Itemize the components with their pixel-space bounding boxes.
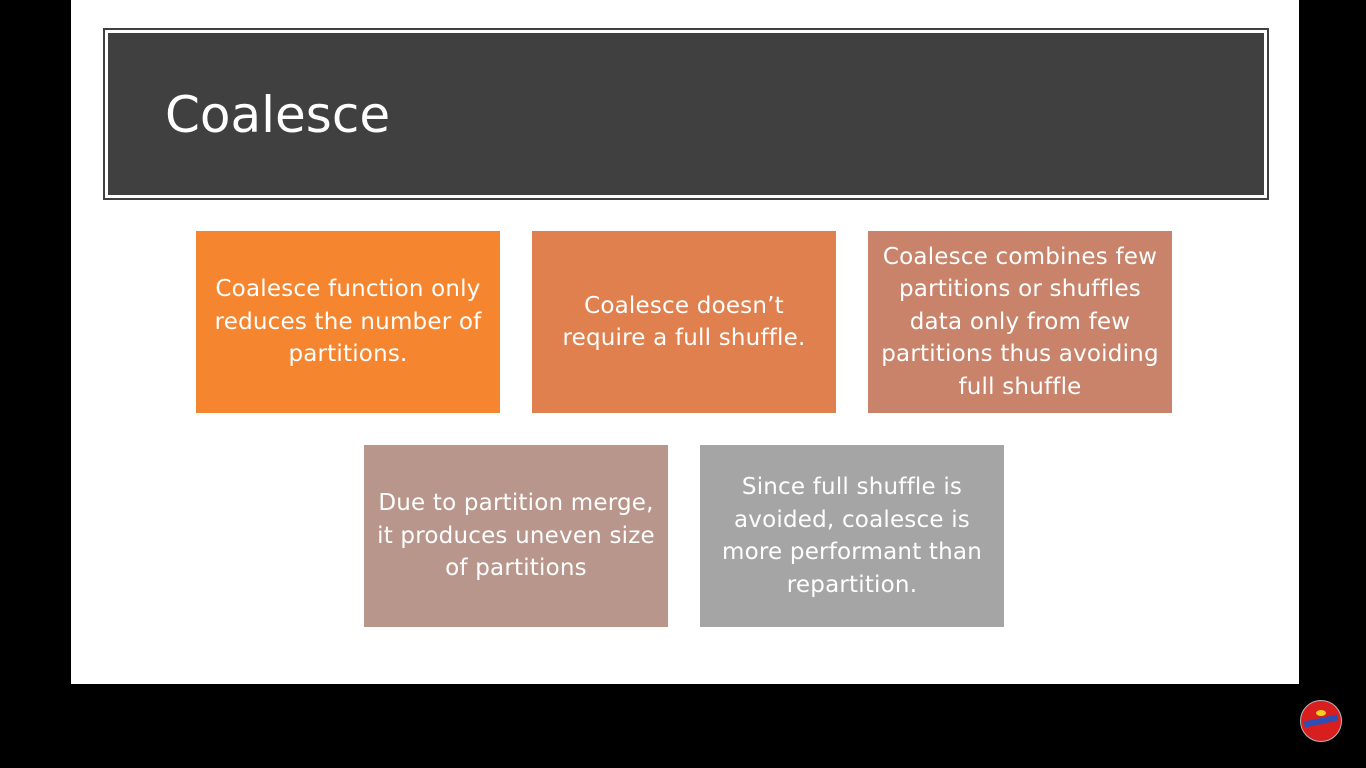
logo-band — [1303, 714, 1339, 728]
slide-title: Coalesce — [165, 86, 391, 144]
content-box-4: Due to partition merge, it produces unev… — [364, 445, 668, 627]
content-box-1-text: Coalesce function only reduces the numbe… — [214, 276, 482, 368]
content-box-1: Coalesce function only reduces the numbe… — [196, 231, 500, 413]
channel-logo-icon[interactable] — [1300, 700, 1342, 742]
logo-mark — [1316, 710, 1326, 716]
content-box-5-text: Since full shuffle is avoided, coalesce … — [722, 474, 982, 598]
title-frame: Coalesce — [103, 28, 1269, 200]
content-box-3-text: Coalesce combines few partitions or shuf… — [881, 243, 1159, 400]
content-box-4-text: Due to partition merge, it produces unev… — [377, 490, 655, 582]
content-box-3: Coalesce combines few partitions or shuf… — [868, 231, 1172, 413]
content-box-5: Since full shuffle is avoided, coalesce … — [700, 445, 1004, 627]
content-box-2: Coalesce doesn’t require a full shuffle. — [532, 231, 836, 413]
presentation-slide: Coalesce Coalesce function only reduces … — [71, 0, 1299, 684]
content-box-2-text: Coalesce doesn’t require a full shuffle. — [562, 292, 806, 352]
title-bar: Coalesce — [108, 33, 1264, 195]
